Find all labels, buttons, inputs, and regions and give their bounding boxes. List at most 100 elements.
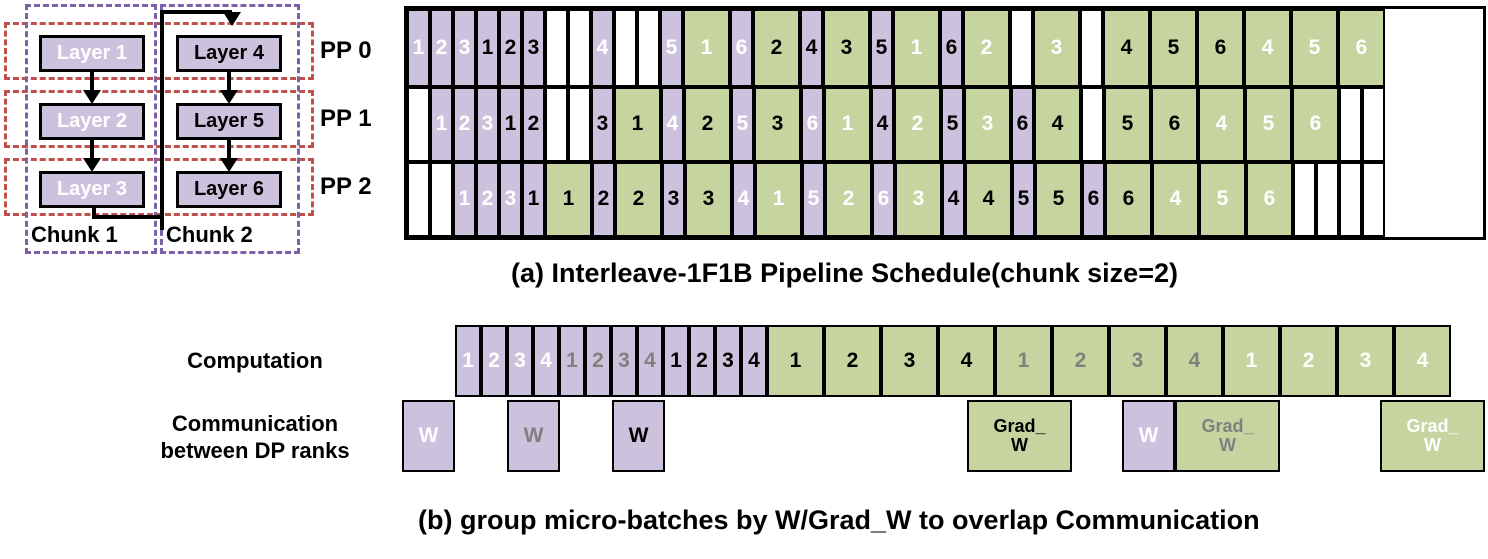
pp2-cell-25[interactable]: 6 xyxy=(1246,162,1293,237)
computation-cell-16[interactable]: 1 xyxy=(995,325,1052,397)
pp0-cell-21[interactable] xyxy=(1010,9,1033,87)
pp2-cell-6[interactable]: 1 xyxy=(545,162,592,237)
computation-cell-11[interactable]: 4 xyxy=(741,325,767,397)
pp1-cell-4[interactable]: 1 xyxy=(499,87,522,162)
pp0-cell-25[interactable]: 5 xyxy=(1150,9,1197,87)
computation-cell-5[interactable]: 2 xyxy=(585,325,611,397)
pp1-cell-1[interactable]: 1 xyxy=(430,87,453,162)
pp0-cell-1[interactable]: 2 xyxy=(430,9,453,87)
pp1-cell-23[interactable]: 5 xyxy=(1104,87,1151,162)
computation-cell-6[interactable]: 3 xyxy=(611,325,637,397)
pp1-cell-29[interactable] xyxy=(1362,87,1385,162)
pp0-cell-7[interactable] xyxy=(568,9,591,87)
pp1-cell-8[interactable]: 3 xyxy=(591,87,614,162)
pp2-cell-20[interactable]: 5 xyxy=(1035,162,1082,237)
pp2-cell-14[interactable]: 2 xyxy=(825,162,872,237)
pp1-cell-10[interactable]: 4 xyxy=(661,87,684,162)
layer-1-box[interactable]: Layer 1 xyxy=(39,35,145,72)
pp2-cell-4[interactable]: 3 xyxy=(499,162,522,237)
pp0-cell-9[interactable] xyxy=(614,9,637,87)
computation-cell-12[interactable]: 1 xyxy=(767,325,824,397)
pp2-cell-19[interactable]: 5 xyxy=(1012,162,1035,237)
computation-cell-19[interactable]: 4 xyxy=(1166,325,1223,397)
pp1-cell-24[interactable]: 6 xyxy=(1151,87,1198,162)
communication-cell-6[interactable]: Grad_ W xyxy=(1380,400,1485,472)
pp0-cell-20[interactable]: 2 xyxy=(963,9,1010,87)
pp2-cell-1[interactable] xyxy=(430,162,453,237)
pp0-cell-11[interactable]: 5 xyxy=(660,9,683,87)
computation-cell-9[interactable]: 2 xyxy=(689,325,715,397)
layer-6-box[interactable]: Layer 6 xyxy=(176,171,282,208)
pp1-cell-11[interactable]: 2 xyxy=(684,87,731,162)
pp2-cell-23[interactable]: 4 xyxy=(1152,162,1199,237)
pp2-cell-16[interactable]: 3 xyxy=(895,162,942,237)
pp0-cell-23[interactable] xyxy=(1080,9,1103,87)
pp1-cell-16[interactable]: 4 xyxy=(871,87,894,162)
communication-cell-1[interactable]: W xyxy=(507,400,560,472)
pp2-cell-9[interactable]: 3 xyxy=(662,162,685,237)
pp2-cell-8[interactable]: 2 xyxy=(615,162,662,237)
pp2-cell-15[interactable]: 6 xyxy=(872,162,895,237)
pp0-cell-5[interactable]: 3 xyxy=(522,9,545,87)
pp1-cell-14[interactable]: 6 xyxy=(801,87,824,162)
communication-cell-2[interactable]: W xyxy=(612,400,665,472)
pp1-cell-27[interactable]: 6 xyxy=(1292,87,1339,162)
computation-cell-0[interactable]: 1 xyxy=(455,325,481,397)
pp2-cell-27[interactable] xyxy=(1316,162,1339,237)
pp2-cell-29[interactable] xyxy=(1362,162,1385,237)
pp2-cell-11[interactable]: 4 xyxy=(732,162,755,237)
pp0-cell-8[interactable]: 4 xyxy=(591,9,614,87)
pp0-cell-10[interactable] xyxy=(637,9,660,87)
pp2-cell-18[interactable]: 4 xyxy=(965,162,1012,237)
pp1-cell-5[interactable]: 2 xyxy=(522,87,545,162)
computation-cell-10[interactable]: 3 xyxy=(715,325,741,397)
communication-cell-4[interactable]: W xyxy=(1122,400,1175,472)
pp1-cell-26[interactable]: 5 xyxy=(1245,87,1292,162)
pp1-cell-7[interactable] xyxy=(568,87,591,162)
pp0-cell-15[interactable]: 4 xyxy=(800,9,823,87)
pp0-cell-19[interactable]: 6 xyxy=(940,9,963,87)
pp1-cell-19[interactable]: 3 xyxy=(964,87,1011,162)
pp0-cell-12[interactable]: 1 xyxy=(683,9,730,87)
computation-cell-21[interactable]: 2 xyxy=(1280,325,1337,397)
computation-cell-22[interactable]: 3 xyxy=(1337,325,1394,397)
computation-cell-20[interactable]: 1 xyxy=(1223,325,1280,397)
pp1-cell-20[interactable]: 6 xyxy=(1011,87,1034,162)
pp2-cell-21[interactable]: 6 xyxy=(1082,162,1105,237)
pp1-cell-9[interactable]: 1 xyxy=(614,87,661,162)
pp0-cell-3[interactable]: 1 xyxy=(476,9,499,87)
pp2-cell-28[interactable] xyxy=(1339,162,1362,237)
pp1-cell-25[interactable]: 4 xyxy=(1198,87,1245,162)
pp0-cell-27[interactable]: 4 xyxy=(1244,9,1291,87)
pp1-cell-3[interactable]: 3 xyxy=(476,87,499,162)
pp2-cell-13[interactable]: 5 xyxy=(802,162,825,237)
pp2-cell-5[interactable]: 1 xyxy=(522,162,545,237)
computation-cell-17[interactable]: 2 xyxy=(1052,325,1109,397)
pp1-cell-17[interactable]: 2 xyxy=(894,87,941,162)
layer-2-box[interactable]: Layer 2 xyxy=(39,103,145,140)
pp1-cell-22[interactable] xyxy=(1081,87,1104,162)
computation-cell-3[interactable]: 4 xyxy=(533,325,559,397)
pp0-cell-17[interactable]: 5 xyxy=(870,9,893,87)
pp2-cell-10[interactable]: 3 xyxy=(685,162,732,237)
pp1-cell-13[interactable]: 3 xyxy=(754,87,801,162)
pp0-cell-4[interactable]: 2 xyxy=(499,9,522,87)
pp1-cell-2[interactable]: 2 xyxy=(453,87,476,162)
computation-cell-18[interactable]: 3 xyxy=(1109,325,1166,397)
pp0-cell-24[interactable]: 4 xyxy=(1103,9,1150,87)
pp0-cell-22[interactable]: 3 xyxy=(1033,9,1080,87)
pp0-cell-29[interactable]: 6 xyxy=(1338,9,1385,87)
pp0-cell-18[interactable]: 1 xyxy=(893,9,940,87)
pp1-cell-6[interactable] xyxy=(545,87,568,162)
communication-cell-3[interactable]: Grad_ W xyxy=(967,400,1072,472)
computation-cell-7[interactable]: 4 xyxy=(637,325,663,397)
pp0-cell-26[interactable]: 6 xyxy=(1197,9,1244,87)
pp1-cell-0[interactable] xyxy=(407,87,430,162)
pp2-cell-22[interactable]: 6 xyxy=(1105,162,1152,237)
pp2-cell-26[interactable] xyxy=(1293,162,1316,237)
pp0-cell-14[interactable]: 2 xyxy=(753,9,800,87)
pp0-cell-28[interactable]: 5 xyxy=(1291,9,1338,87)
layer-3-box[interactable]: Layer 3 xyxy=(39,171,145,208)
pp0-cell-6[interactable] xyxy=(545,9,568,87)
communication-cell-5[interactable]: Grad_ W xyxy=(1175,400,1280,472)
